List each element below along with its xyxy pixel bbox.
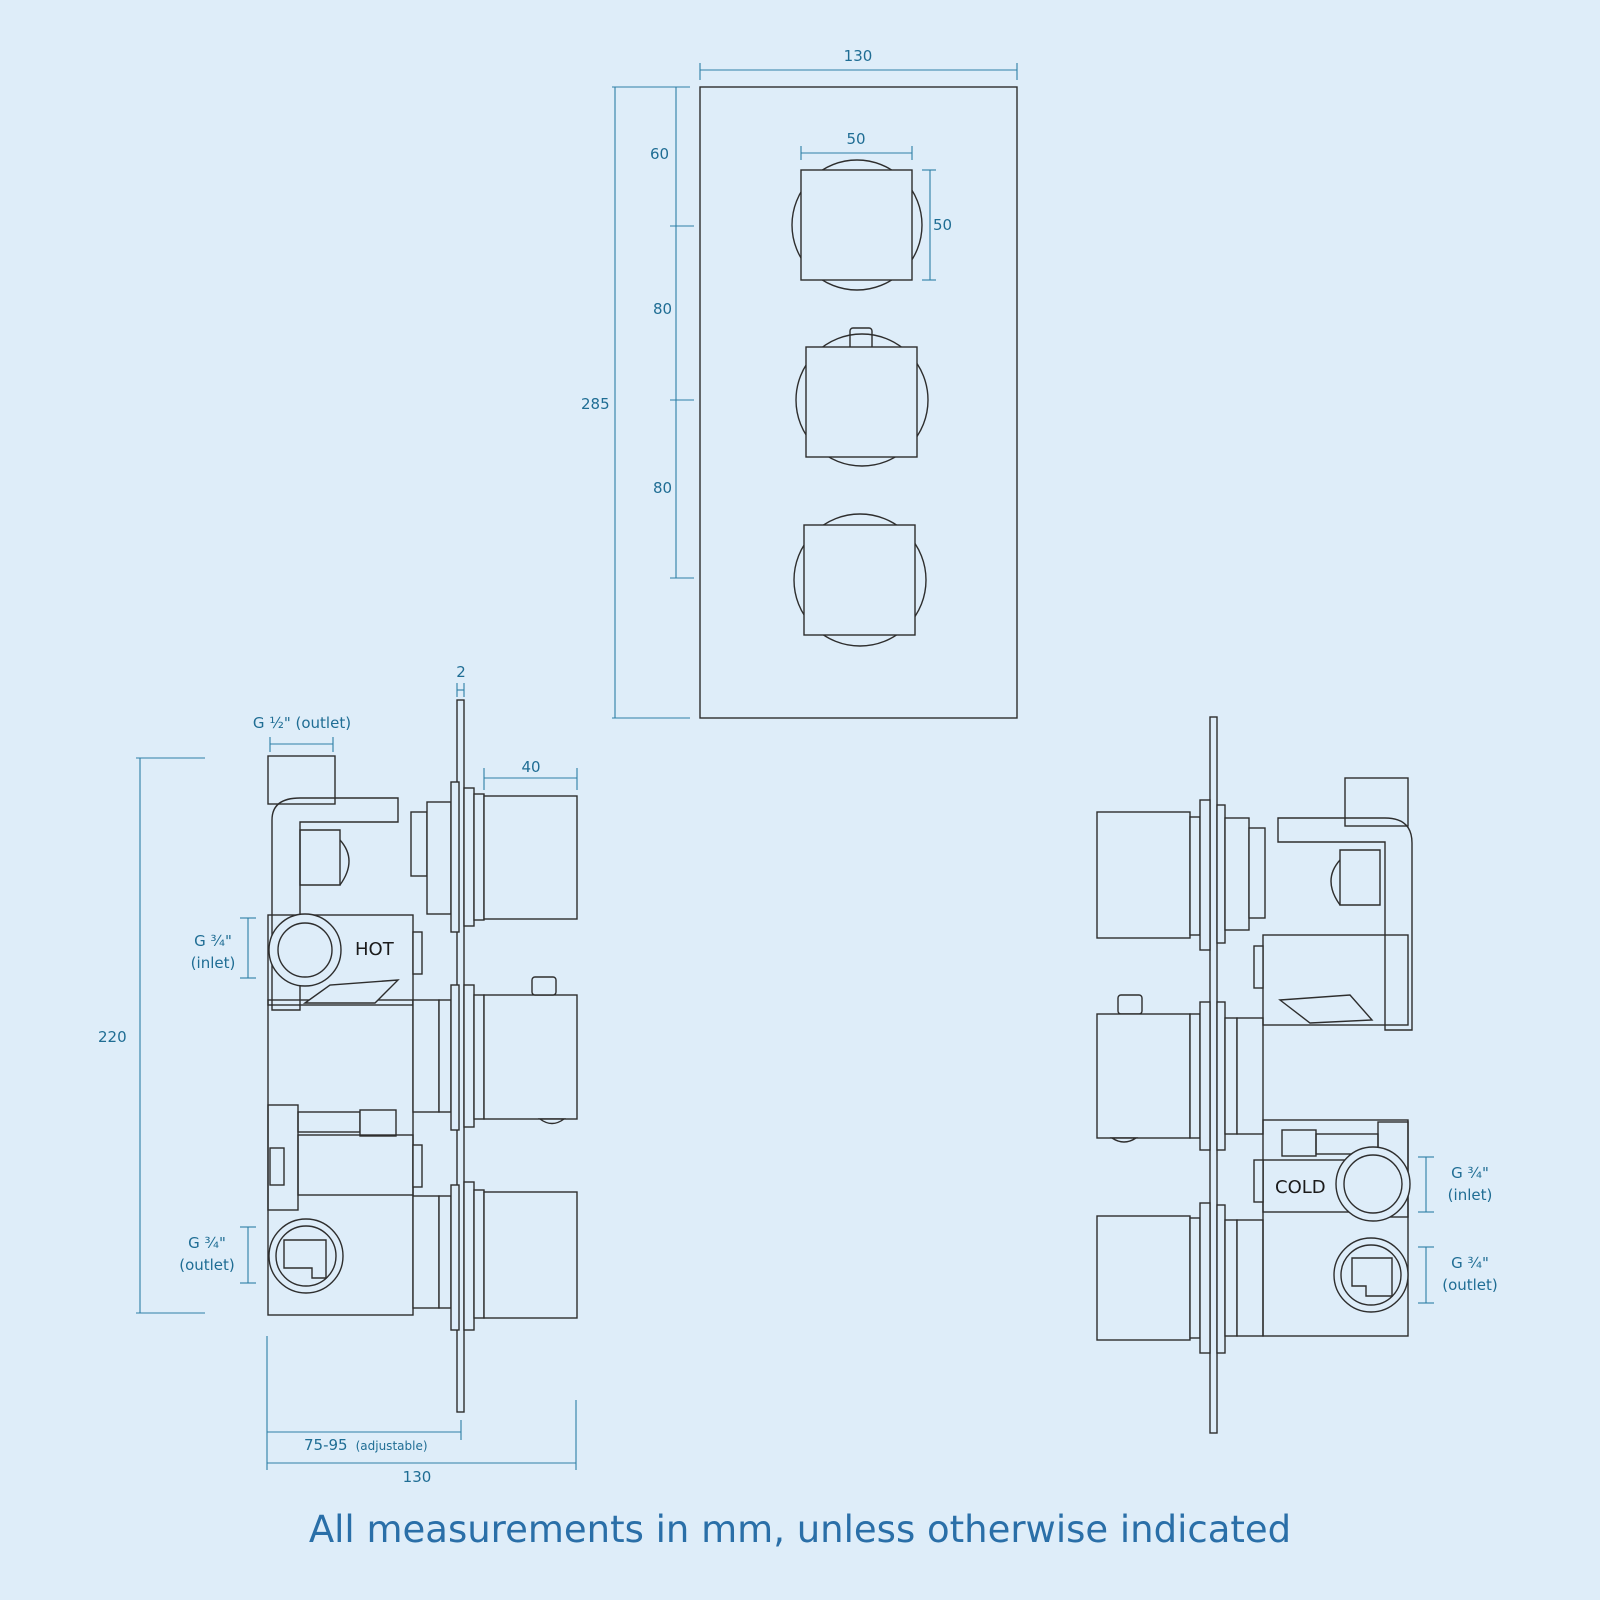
- left-hot-inlet-port: [268, 913, 342, 987]
- front-plate: [699, 86, 1018, 719]
- right-cold-inlet-port: [1335, 1146, 1411, 1222]
- right-inlet-label-2: (inlet): [1448, 1186, 1493, 1204]
- left-outlet-pipe: [271, 797, 399, 1011]
- left-valve-body: [267, 755, 423, 1316]
- left-body-height-dimension: 220: [98, 757, 205, 1314]
- right-outlet-pipe: [1277, 817, 1413, 1031]
- cold-label: COLD: [1275, 1177, 1326, 1198]
- left-side-view: HOT: [98, 663, 578, 1486]
- left-knob-depth-dimension: 40: [483, 758, 578, 790]
- left-inlet-label-1: G ¾": [194, 932, 232, 950]
- left-inlet-dimension: G ¾" (inlet): [191, 917, 256, 979]
- outlet-top-label: G ½" (outlet): [253, 714, 351, 732]
- front-height-label: 285: [581, 395, 610, 413]
- overall-depth-label: 130: [403, 1468, 432, 1486]
- hot-label: HOT: [355, 939, 395, 960]
- handle-width-label: 50: [846, 130, 865, 148]
- front-handle-middle: [795, 327, 929, 467]
- front-handle-bottom: [793, 513, 927, 647]
- front-view: 130 285 60 80 80 50 50: [581, 47, 1018, 719]
- front-top-offset-label: 60: [650, 145, 669, 163]
- right-wall-plate: [1209, 716, 1218, 1434]
- front-handle-top: [791, 159, 923, 291]
- adjust-label: 75-95 (adjustable): [304, 1436, 428, 1454]
- body-height-label: 220: [98, 1028, 127, 1046]
- left-outlet-top-stub: [267, 755, 336, 805]
- right-knob-top: [1096, 799, 1266, 951]
- right-outlet-port: [1333, 1237, 1409, 1313]
- left-adjust-dimension: 75-95 (adjustable): [266, 1336, 462, 1470]
- front-handle-dimensions: 50 50: [800, 130, 952, 281]
- front-spacing-1-label: 80: [653, 300, 672, 318]
- plate-thickness-label: 2: [456, 663, 466, 681]
- left-inlet-label-2: (inlet): [191, 954, 236, 972]
- right-inlet-dimension: G ¾" (inlet): [1418, 1156, 1493, 1213]
- left-knob-bottom: [412, 1181, 578, 1331]
- adjust-note-label: (adjustable): [356, 1439, 428, 1453]
- right-side-view: COLD G ¾" (inlet) G ¾" (outlet): [1096, 716, 1498, 1434]
- right-outlet-label-1: G ¾": [1451, 1254, 1489, 1272]
- front-width-dimension: 130: [699, 47, 1018, 80]
- right-knob-bottom: [1096, 1202, 1264, 1354]
- right-outlet-dimension: G ¾" (outlet): [1418, 1246, 1498, 1304]
- knob-depth-label: 40: [521, 758, 540, 776]
- left-knob-top: [410, 781, 578, 933]
- front-spacing-2-label: 80: [653, 479, 672, 497]
- left-outlet-dimension: G ¾" (outlet): [179, 1226, 256, 1284]
- adjust-main-label: 75-95: [304, 1436, 348, 1454]
- left-outlet-label-2: (outlet): [179, 1256, 235, 1274]
- front-height-dimension: 285: [581, 86, 690, 719]
- left-outlet-label-1: G ¾": [188, 1234, 226, 1252]
- left-plate-thickness-dimension: 2: [456, 663, 466, 697]
- front-width-label: 130: [844, 47, 873, 65]
- left-knob-middle: [412, 976, 578, 1131]
- handle-height-label: 50: [933, 216, 952, 234]
- right-knob-middle: [1096, 994, 1264, 1151]
- right-outlet-top-stub: [1344, 777, 1409, 827]
- right-inlet-label-1: G ¾": [1451, 1164, 1489, 1182]
- left-overall-depth-dimension: 130: [267, 1400, 577, 1486]
- right-valve-body: [1253, 777, 1413, 1337]
- left-outlet-top-dimension: G ½" (outlet): [253, 714, 351, 752]
- footer-note: All measurements in mm, unless otherwise…: [308, 1508, 1292, 1551]
- front-spacing-dimensions: 60 80 80: [650, 87, 694, 579]
- left-outlet-port: [268, 1218, 344, 1294]
- right-outlet-label-2: (outlet): [1442, 1276, 1498, 1294]
